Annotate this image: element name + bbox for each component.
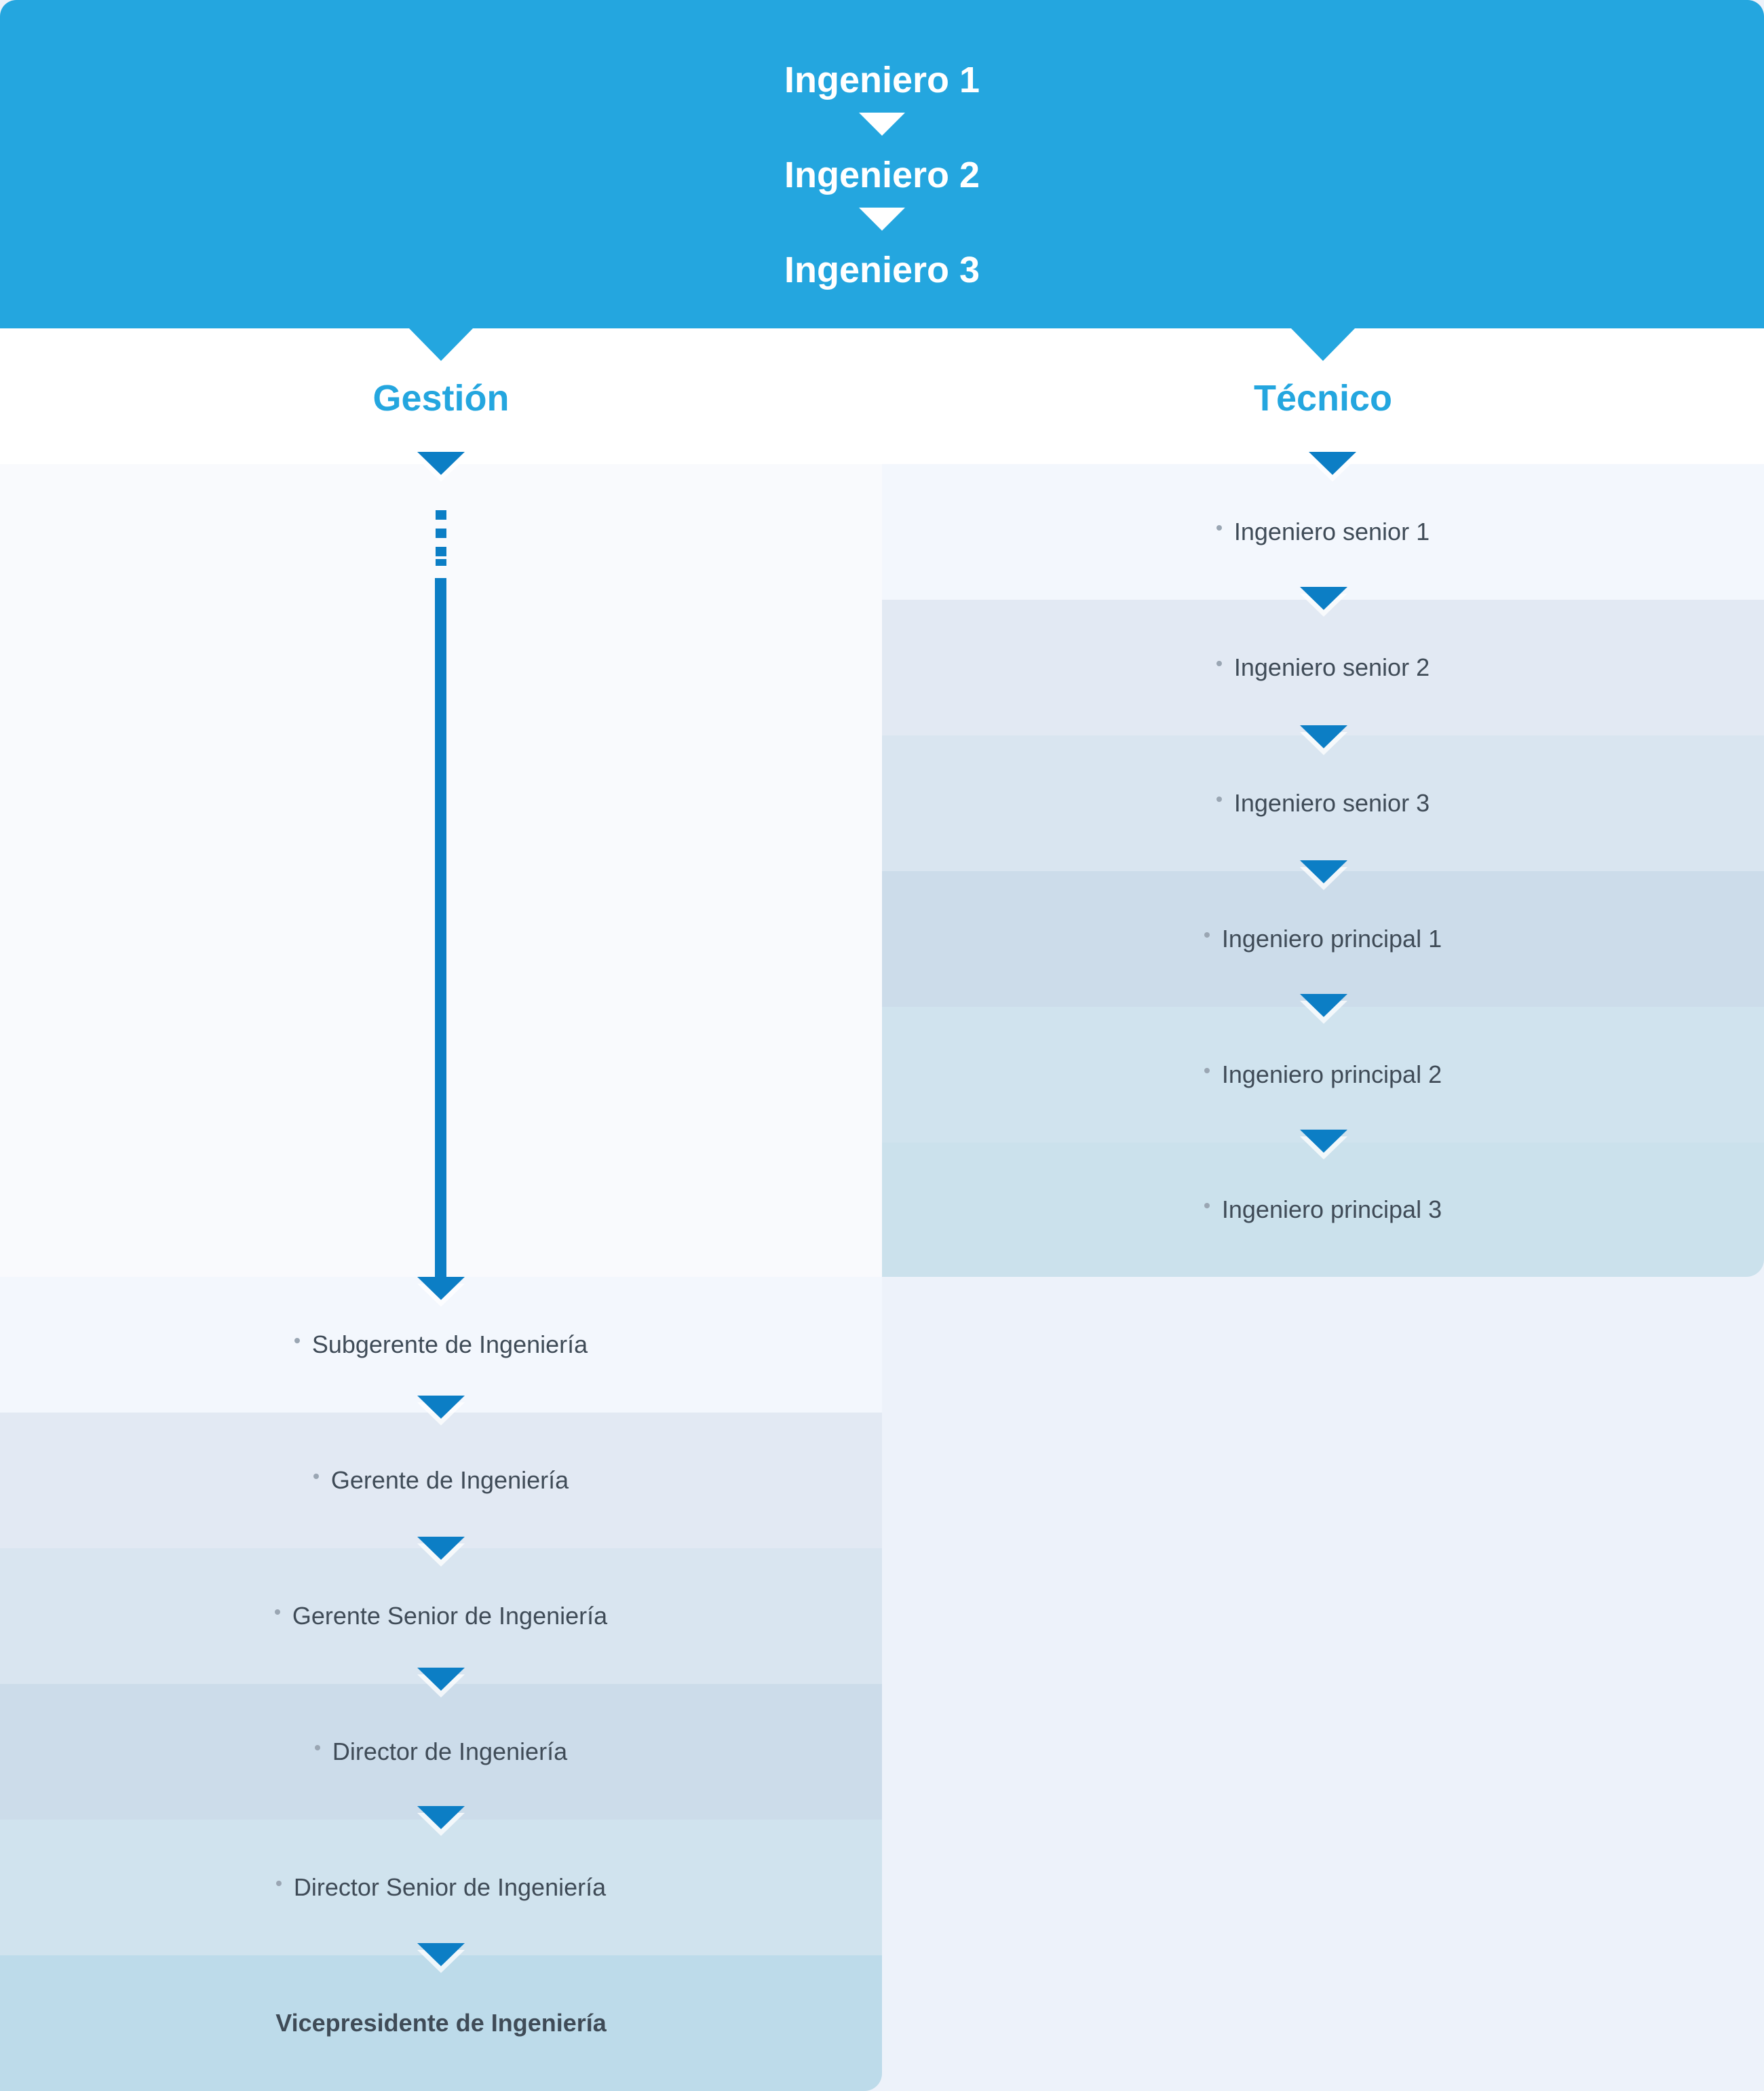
header-banner (0, 0, 1764, 328)
arrow-down-icon (1291, 328, 1355, 361)
arrow-down-icon (417, 1277, 465, 1300)
technical-row: Ingeniero senior 1 (882, 464, 1764, 600)
arrow-down-icon (417, 1806, 465, 1829)
arrow-down-icon (1300, 587, 1347, 610)
technical-row: Ingeniero senior 2 (882, 600, 1764, 735)
bullet-icon (275, 1881, 282, 1887)
management-step-label: Vicepresidente de Ingeniería (275, 2009, 607, 2037)
level-ingeniero-3: Ingeniero 3 (784, 250, 980, 290)
technical-row: Ingeniero principal 3 (882, 1143, 1764, 1277)
management-row: Director Senior de Ingeniería (0, 1820, 882, 1955)
technical-row: Ingeniero principal 2 (882, 1007, 1764, 1143)
technical-step-label: Ingeniero senior 2 (1233, 653, 1430, 681)
technical-step-label: Ingeniero principal 1 (1221, 925, 1442, 953)
dash-segment (436, 559, 446, 566)
arrow-down-icon (859, 113, 905, 136)
arrow-down-icon (417, 1396, 465, 1419)
bullet-icon (1216, 661, 1222, 667)
bullet-icon (1204, 1068, 1210, 1074)
bullet-icon (1216, 525, 1222, 531)
management-step-label: Director Senior de Ingeniería (293, 1873, 607, 1901)
management-step-label: Subgerente de Ingeniería (311, 1330, 588, 1358)
arrow-down-icon (1300, 725, 1347, 748)
management-step-label: Gerente de Ingeniería (330, 1466, 569, 1494)
management-row: Gerente Senior de Ingeniería (0, 1548, 882, 1684)
bullet-icon (313, 1474, 319, 1480)
technical-title: Técnico (1253, 378, 1393, 419)
arrow-down-icon (859, 208, 905, 231)
bullet-icon (314, 1745, 320, 1751)
arrow-down-icon (1300, 1130, 1347, 1153)
level-ingeniero-1: Ingeniero 1 (784, 60, 980, 100)
arrow-down-icon (409, 328, 473, 361)
bullet-icon (294, 1338, 300, 1344)
dash-segment (436, 510, 446, 520)
technical-step-label: Ingeniero senior 3 (1233, 789, 1430, 817)
bullet-icon (274, 1609, 280, 1615)
arrow-down-icon (417, 1537, 465, 1560)
arrow-down-icon (1309, 452, 1356, 475)
management-row: Director de Ingeniería (0, 1684, 882, 1820)
arrow-down-icon (417, 1943, 465, 1966)
bullet-icon (1216, 797, 1222, 803)
arrow-down-icon (417, 452, 465, 475)
bullet-icon (1204, 932, 1210, 938)
bullet-icon (1204, 1203, 1210, 1209)
management-step-label: Gerente Senior de Ingeniería (292, 1602, 608, 1630)
technical-step-label: Ingeniero senior 1 (1233, 518, 1430, 545)
management-row: Gerente de Ingeniería (0, 1413, 882, 1548)
management-row-final: Vicepresidente de Ingeniería (0, 1955, 882, 2091)
technical-row: Ingeniero principal 1 (882, 871, 1764, 1007)
technical-step-label: Ingeniero principal 2 (1221, 1060, 1442, 1088)
arrow-down-icon (1300, 994, 1347, 1017)
technical-step-label: Ingeniero principal 3 (1221, 1195, 1442, 1223)
management-step-label: Director de Ingeniería (332, 1738, 568, 1765)
technical-row: Ingeniero senior 3 (882, 735, 1764, 871)
arrow-down-icon (417, 1668, 465, 1691)
arrow-down-icon (1300, 860, 1347, 883)
dash-segment (436, 547, 446, 556)
dash-segment (436, 529, 446, 538)
level-ingeniero-2: Ingeniero 2 (784, 155, 980, 195)
management-title: Gestión (372, 378, 510, 419)
long-arrow-line (435, 578, 446, 1284)
